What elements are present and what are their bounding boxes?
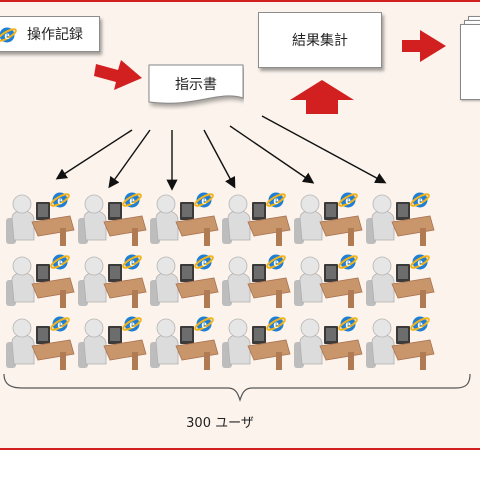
flow-arrows-layer <box>3 30 471 402</box>
svg-text:e: e <box>417 255 423 269</box>
operation-log-box: e 操作記録 <box>0 16 100 52</box>
aggregation-to-report-arrow <box>402 30 446 62</box>
user-at-desk-icon: e <box>364 312 436 376</box>
user-at-desk-icon: e <box>148 188 220 252</box>
user-at-desk-icon: e <box>4 250 76 314</box>
distribution-arrows <box>55 115 387 191</box>
user-at-desk-icon: e <box>148 312 220 376</box>
svg-text:e: e <box>201 193 207 207</box>
users-count-label: 300 ユーザ <box>186 416 254 431</box>
svg-text:e: e <box>345 317 351 331</box>
user-at-desk-icon: e <box>4 188 76 252</box>
svg-text:e: e <box>57 317 63 331</box>
user-at-desk-icon: e <box>76 250 148 314</box>
svg-text:e: e <box>201 317 207 331</box>
internet-explorer-icon: e <box>0 25 17 49</box>
distribution-arrow <box>108 129 151 189</box>
svg-text:e: e <box>4 28 10 42</box>
svg-text:e: e <box>129 193 135 207</box>
user-at-desk-icon: e <box>364 188 436 252</box>
svg-text:e: e <box>273 193 279 207</box>
svg-text:e: e <box>345 255 351 269</box>
svg-text:e: e <box>273 255 279 269</box>
user-at-desk-icon: e <box>76 188 148 252</box>
svg-text:e: e <box>417 193 423 207</box>
svg-text:e: e <box>345 193 351 207</box>
distribution-arrow <box>261 115 387 184</box>
svg-text:e: e <box>417 317 423 331</box>
svg-text:e: e <box>273 317 279 331</box>
instructions-label: 指示書 <box>175 77 217 93</box>
user-at-desk-icon: e <box>292 188 364 252</box>
user-at-desk-icon: e <box>76 312 148 376</box>
up-to-aggregation-arrow <box>290 80 354 114</box>
distribution-arrow <box>55 129 133 180</box>
svg-text:e: e <box>129 255 135 269</box>
users-brace <box>3 373 471 402</box>
user-at-desk-icon: e <box>220 250 292 314</box>
distribution-arrow <box>229 125 315 184</box>
svg-text:e: e <box>57 193 63 207</box>
user-at-desk-icon: e <box>364 250 436 314</box>
document-shape <box>148 64 244 104</box>
user-at-desk-icon: e <box>220 188 292 252</box>
report-document-stack-icon <box>460 16 480 100</box>
operation-log-label: 操作記録 <box>27 27 83 43</box>
log-to-instructions-arrow <box>94 60 142 90</box>
diagram-frame: e 操作記録 指示書 結果集計 e e e e e e e e e e e e e e e e e e 300 ユ… <box>0 0 480 450</box>
instructions-document: 指示書 <box>148 64 244 104</box>
result-aggregation-box: 結果集計 <box>258 12 382 68</box>
user-at-desk-icon: e <box>4 312 76 376</box>
distribution-arrow <box>203 129 236 189</box>
user-at-desk-icon: e <box>292 312 364 376</box>
user-at-desk-icon: e <box>220 312 292 376</box>
svg-text:e: e <box>201 255 207 269</box>
user-at-desk-icon: e <box>292 250 364 314</box>
svg-text:e: e <box>57 255 63 269</box>
user-at-desk-icon: e <box>148 250 220 314</box>
result-aggregation-label: 結果集計 <box>292 33 348 49</box>
svg-text:e: e <box>129 317 135 331</box>
